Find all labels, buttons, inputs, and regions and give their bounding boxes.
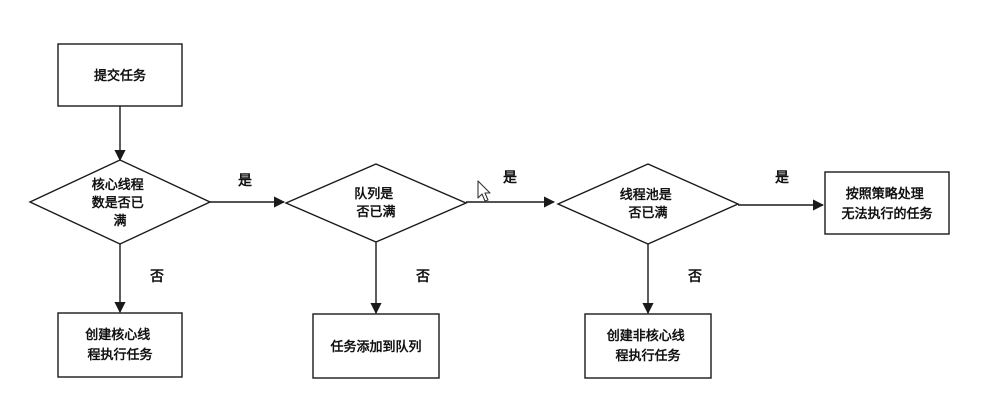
decision-queue-line-2: 否已满 <box>355 204 395 220</box>
decision-core-threads-full: 核心线程 数是否已 满 <box>28 159 212 245</box>
mouse-pointer-icon <box>477 180 491 202</box>
label-yes-3: 是 <box>775 170 790 186</box>
svg-text:按照策略处理 无法执行的任务: 按照策略处理 无法执行的任务 <box>840 186 933 222</box>
node-create-core-thread: 创建核心线 程执行任务 <box>57 312 183 378</box>
decision-core-line-1: 核心线程 <box>92 177 144 193</box>
svg-text:任务添加到队列: 任务添加到队列 <box>329 339 421 355</box>
decision-pool-line-2: 否已满 <box>627 205 667 221</box>
node-core-line-2: 程执行任务 <box>87 347 153 363</box>
node-queue-line-1: 任务添加到队列 <box>329 339 421 355</box>
node-core-line-1: 创建核心线 <box>84 327 150 343</box>
svg-text:创建非核心线 程执行任务: 创建非核心线 程执行任务 <box>606 328 690 364</box>
label-no-2: 否 <box>415 269 430 285</box>
node-noncore-line-1: 创建非核心线 <box>606 328 685 344</box>
decision-core-line-3: 满 <box>113 213 126 229</box>
svg-text:创建核心线 程执行任务: 创建核心线 程执行任务 <box>84 327 155 363</box>
node-add-to-queue: 任务添加到队列 <box>312 313 440 379</box>
label-yes-1: 是 <box>238 173 253 189</box>
svg-text:核心线程 数是否已 满: 核心线程 数是否已 满 <box>92 177 149 229</box>
label-yes-2: 是 <box>503 170 518 186</box>
node-noncore-line-2: 程执行任务 <box>615 348 681 364</box>
decision-queue-full: 队列是 否已满 <box>284 163 468 243</box>
node-reject-line-1: 按照策略处理 <box>846 186 924 202</box>
label-no-3: 否 <box>687 269 702 285</box>
decision-core-line-2: 数是否已 <box>92 195 144 211</box>
node-submit-task: 提交任务 <box>57 43 183 107</box>
label-no-1: 否 <box>149 269 164 285</box>
node-create-noncore-thread: 创建非核心线 程执行任务 <box>584 313 712 379</box>
node-reject-line-2: 无法执行的任务 <box>840 206 933 222</box>
decision-pool-full: 线程池是 否已满 <box>556 163 740 245</box>
svg-text:队列是 否已满: 队列是 否已满 <box>354 186 398 220</box>
svg-text:提交任务: 提交任务 <box>94 68 147 84</box>
decision-pool-line-1: 线程池是 <box>620 187 673 203</box>
node-submit-task-line-1: 提交任务 <box>94 68 147 84</box>
svg-text:线程池是 否已满: 线程池是 否已满 <box>620 187 677 221</box>
node-reject-policy: 按照策略处理 无法执行的任务 <box>824 171 950 235</box>
edges <box>114 106 825 315</box>
decision-queue-line-1: 队列是 <box>354 186 394 202</box>
edge-labels: 是 是 是 否 否 否 <box>149 170 790 285</box>
